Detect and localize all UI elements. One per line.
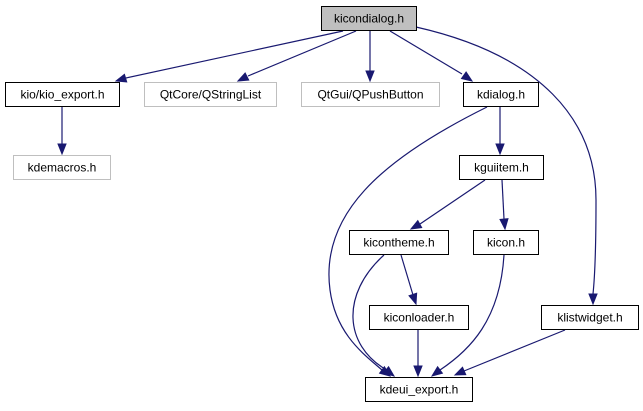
node-box xyxy=(321,6,417,31)
node-kdemacros: kdemacros.h xyxy=(13,155,111,180)
edge-kicondialog-to-qstringlist xyxy=(236,30,357,82)
edge-kicondialog-to-kio_export xyxy=(114,30,344,83)
arrowhead-icon xyxy=(499,218,509,231)
node-box xyxy=(369,305,469,330)
nodes-layer: kicondialog.h kio/kio_export.h QtCore/QStr… xyxy=(5,6,639,402)
node-box xyxy=(349,230,449,255)
node-kicondialog: kicondialog.h xyxy=(321,6,417,31)
node-qstringlist: QtCore/QStringList xyxy=(144,82,277,107)
arrowhead-icon xyxy=(409,219,423,230)
edge-line xyxy=(247,30,357,77)
node-box xyxy=(459,155,544,180)
edge-kicondialog-to-kdialog xyxy=(389,30,474,82)
node-kicontheme[interactable]: kicontheme.h xyxy=(349,230,449,255)
node-label: kdeui_export.h xyxy=(380,383,459,397)
node-label: kdemacros.h xyxy=(28,161,97,175)
node-kiconloader[interactable]: kiconloader.h xyxy=(369,305,469,330)
node-box xyxy=(541,305,639,330)
node-box xyxy=(5,82,120,107)
edge-line xyxy=(352,254,386,370)
arrowhead-icon xyxy=(365,70,375,83)
node-label: klistwidget.h xyxy=(557,311,622,325)
arrowhead-icon xyxy=(588,293,598,306)
node-label: kiconloader.h xyxy=(384,311,455,325)
arrowhead-icon xyxy=(408,292,418,306)
edge-kicondialog-to-klistwidget xyxy=(415,26,598,306)
edge-kicondialog-to-qpushbutton xyxy=(365,31,375,83)
arrowhead-icon xyxy=(460,71,474,82)
edge-line xyxy=(415,26,597,295)
node-label: QtGui/QPushButton xyxy=(317,88,423,102)
edge-line xyxy=(400,254,414,296)
arrowhead-icon xyxy=(430,365,444,377)
edge-kicontheme-to-kdeui_export xyxy=(352,254,396,377)
node-label: kdialog.h xyxy=(477,88,525,102)
edge-kguiitem-to-kicontheme xyxy=(409,179,486,230)
edge-line xyxy=(389,30,463,75)
node-label: kicon.h xyxy=(487,236,525,250)
edge-kicon-to-kdeui_export xyxy=(430,254,505,377)
edge-line xyxy=(125,30,344,79)
node-label: QtCore/QStringList xyxy=(160,88,262,102)
node-label: kguiitem.h xyxy=(474,161,529,175)
node-kicon[interactable]: kicon.h xyxy=(473,230,539,255)
edge-line xyxy=(501,179,505,220)
node-kdialog[interactable]: kdialog.h xyxy=(463,82,539,107)
node-kguiitem[interactable]: kguiitem.h xyxy=(459,155,544,180)
edge-kio_export-to-kdemacros xyxy=(57,107,67,156)
edge-klistwidget-to-kdeui_export xyxy=(453,329,566,376)
arrowhead-icon xyxy=(114,73,128,83)
edge-kdialog-to-kguiitem xyxy=(495,107,505,156)
node-box xyxy=(13,155,111,180)
edge-line xyxy=(328,106,488,371)
arrowhead-icon xyxy=(236,72,250,82)
arrowhead-icon xyxy=(453,366,467,376)
node-box xyxy=(144,82,277,107)
edge-line xyxy=(419,179,486,225)
node-label: kio/kio_export.h xyxy=(20,88,104,102)
node-label: kicontheme.h xyxy=(363,236,434,250)
edge-line xyxy=(463,329,566,372)
arrowhead-icon xyxy=(495,143,505,156)
arrowhead-icon xyxy=(57,143,67,156)
node-box xyxy=(365,377,473,402)
edge-kiconloader-to-kdeui_export xyxy=(413,330,423,378)
edges-layer xyxy=(57,26,598,378)
node-kdeui_export[interactable]: kdeui_export.h xyxy=(365,377,473,402)
node-qpushbutton: QtGui/QPushButton xyxy=(301,82,440,107)
arrowhead-icon xyxy=(413,365,423,378)
edge-line xyxy=(439,254,505,371)
node-box xyxy=(301,82,440,107)
node-klistwidget[interactable]: klistwidget.h xyxy=(541,305,639,330)
node-label: kicondialog.h xyxy=(334,12,404,26)
node-box xyxy=(473,230,539,255)
node-kio_export[interactable]: kio/kio_export.h xyxy=(5,82,120,107)
edge-kicontheme-to-kiconloader xyxy=(400,254,418,306)
node-box xyxy=(463,82,539,107)
edge-kguiitem-to-kicon xyxy=(499,179,509,231)
arrowhead-icon xyxy=(382,365,396,377)
